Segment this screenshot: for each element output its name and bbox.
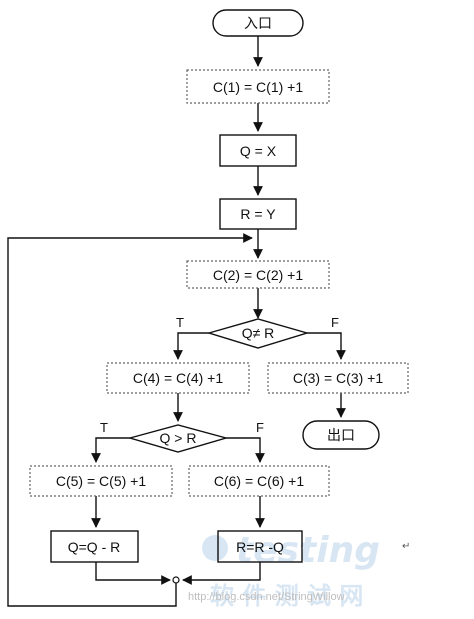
step-c6-label: C(6) = C(6) +1 [214,473,304,489]
edge-d1-true [173,332,209,360]
step-c4-label: C(4) = C(4) +1 [133,370,223,386]
exit-label: 出口 [327,427,355,443]
watermark-url: http://blog.csdn.net/StringWillow [188,591,345,603]
entry-terminal: 入口 [212,9,304,37]
decision-q-not-equal-r: Q≠ R T F [176,315,339,349]
watermark-logo-icon [202,535,228,561]
step-c5-label: C(5) = C(5) +1 [56,473,146,489]
decision-2-false-label: F [256,420,264,435]
step-c2-label: C(2) = C(2) +1 [213,267,303,283]
decision-1-false-label: F [331,315,339,330]
decision-q-greater-r: Q > R T F [100,420,264,453]
edge-rmq-merge [182,562,261,585]
step-q-equals-x: Q = X [219,134,297,167]
edge-d2-true [91,437,130,463]
decision-2-true-label: T [100,420,108,435]
merge-node [172,576,180,584]
return-mark-icon: ↵ [402,541,410,552]
step-c3: C(3) = C(3) +1 [267,362,409,394]
step-q-minus-r: Q=Q - R [50,530,139,563]
step-q-minus-r-label: Q=Q - R [68,539,121,555]
watermark-subtitle: 软 件 测 试 网 [210,582,363,610]
exit-terminal: 出口 [302,420,380,450]
step-c4: C(4) = C(4) +1 [106,362,250,394]
step-r-minus-q-label: R=R -Q [236,539,284,555]
step-c1-label: C(1) = C(1) +1 [213,79,303,95]
edge-qmr-merge [95,562,171,585]
decision-1-label: Q≠ R [242,325,275,341]
decision-2-label: Q > R [160,430,197,446]
step-c5: C(5) = C(5) +1 [29,465,173,497]
step-r-equals-y-label: R = Y [240,206,276,222]
edge-d2-false [226,437,265,463]
step-c3-label: C(3) = C(3) +1 [293,370,383,386]
watermark: testing 软 件 测 试 网 http://blog.csdn.net/S… [188,530,380,610]
edge-loop-back [7,233,253,607]
decision-1-true-label: T [176,315,184,330]
step-r-equals-y: R = Y [219,198,297,230]
step-r-minus-q: R=R -Q [217,530,303,563]
step-c6: C(6) = C(6) +1 [188,465,330,497]
connectors [7,36,346,607]
entry-label: 入口 [244,15,272,31]
edge-d1-false [307,332,346,360]
step-q-equals-x-label: Q = X [240,143,277,159]
step-c2: C(2) = C(2) +1 [186,260,330,289]
step-c1: C(1) = C(1) +1 [186,69,330,104]
